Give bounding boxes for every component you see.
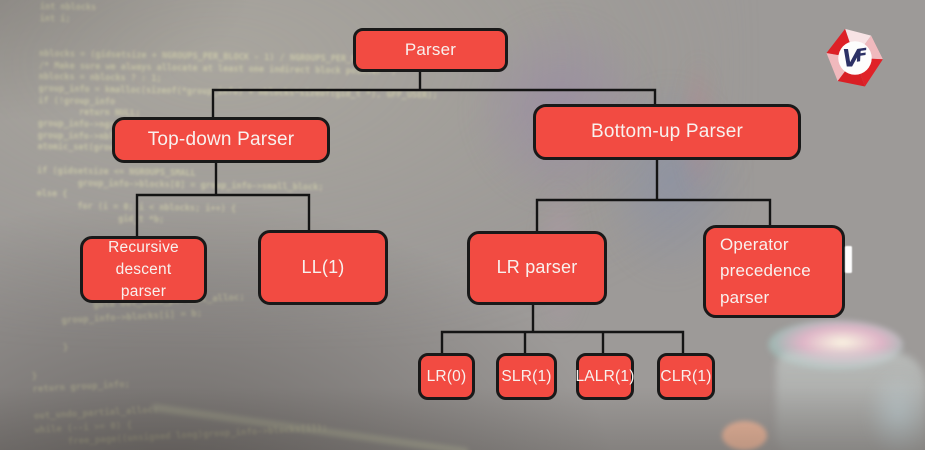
text-cursor-artifact [845,246,852,273]
vf-logo-gem [826,28,883,87]
node-slr1: SLR(1) [496,353,557,400]
node-bottom-up-parser: Bottom-up Parser [533,104,801,160]
edge-lrparser-children [440,330,685,353]
edge-bottomup-children [535,198,772,231]
node-parser: Parser [353,28,508,72]
node-lalr1: LALR(1) [575,353,634,400]
node-operator-precedence-parser: Operator precedence parser [703,225,845,318]
node-top-down-parser: Top-down Parser [112,117,330,163]
node-lr-parser: LR parser [467,231,607,305]
node-recursive-descent-parser: Recursive descent parser [80,236,207,303]
edge-parser-children [211,88,657,117]
edge-topdown-children [135,193,311,236]
node-clr1: CLR(1) [657,353,715,400]
vf-logo-letter-f: F [854,45,869,66]
node-lr0: LR(0) [418,353,475,400]
vf-logo-letter-v: V [842,45,862,73]
node-ll1: LL(1) [258,230,388,305]
vf-logo: V F [826,28,883,87]
